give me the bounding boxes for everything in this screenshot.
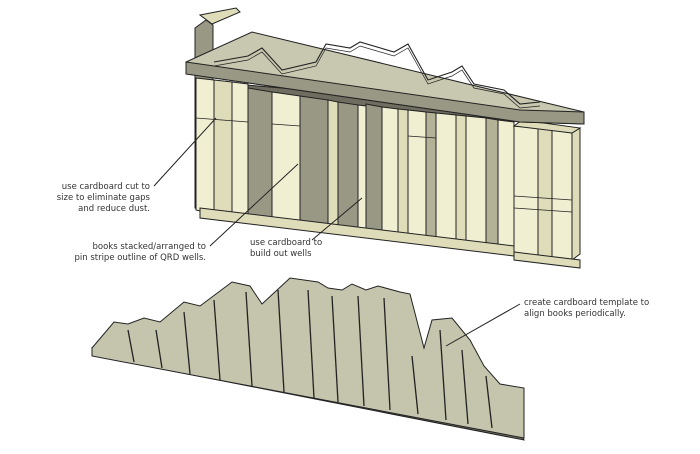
- book-spine: [397, 108, 409, 237]
- shelf-assembly: [185, 7, 585, 269]
- annotation-line: align books periodically.: [524, 309, 626, 319]
- template-slot: [277, 289, 285, 393]
- annotation-cardboard-cut: use cardboard cut to size to eliminate g…: [40, 182, 150, 215]
- leader-line-build-out-wells: [311, 197, 363, 241]
- annotation-template: create cardboard template to align books…: [524, 298, 649, 320]
- annotation-line: and reduce dust.: [78, 204, 150, 214]
- book-side: [571, 127, 581, 261]
- book-spine: [455, 114, 467, 245]
- spine-line: [271, 123, 301, 127]
- annotation-line: books stacked/arranged to: [92, 242, 206, 252]
- template-slot: [127, 329, 135, 363]
- template-slot: [331, 295, 339, 403]
- template-slot: [485, 375, 493, 429]
- template-slot: [439, 329, 447, 421]
- shelf-left-end-cap-top: [198, 7, 241, 25]
- annotation-books-stacked: books stacked/arranged to pin stripe out…: [60, 242, 206, 264]
- annotation-line: pin stripe outline of QRD wells.: [74, 253, 206, 263]
- template-slot: [357, 295, 365, 407]
- spine-line: [513, 207, 573, 213]
- well-filler: [299, 95, 329, 227]
- shelf-top-lid-front: [185, 61, 585, 125]
- template-slot: [245, 291, 253, 387]
- shelf-bottom-board-right: [513, 251, 581, 269]
- spine-line: [195, 117, 249, 123]
- book-spine: [551, 129, 573, 261]
- template-slot: [183, 311, 191, 375]
- book-spine: [425, 111, 437, 241]
- book-spine: [213, 79, 233, 219]
- annotation-line: use cardboard cut to: [61, 182, 150, 192]
- spine-line: [407, 135, 437, 139]
- template-slot: [307, 289, 315, 399]
- book-spine: [327, 99, 339, 227]
- book-spine: [231, 81, 249, 219]
- well-filler: [337, 101, 359, 231]
- template-slot: [383, 297, 391, 411]
- book-spine: [381, 106, 399, 235]
- leader-line-cardboard-cut: [153, 117, 217, 187]
- leader-line-template: [445, 303, 521, 347]
- template-top-surface: [91, 277, 525, 439]
- template-slot: [411, 355, 419, 415]
- qrd-well-outline: [213, 41, 541, 105]
- book-spine: [195, 77, 215, 215]
- book-spine: [271, 91, 301, 221]
- annotation-line: size to eliminate gaps: [56, 193, 150, 203]
- book-spine: [407, 109, 427, 239]
- book-spine: [497, 119, 515, 251]
- cardboard-template: [91, 277, 525, 441]
- spine-line: [513, 195, 573, 201]
- book-spine: [537, 127, 553, 259]
- book-spine: [513, 125, 539, 257]
- qrd-well-outline-inner: [213, 45, 541, 109]
- template-slot: [461, 349, 469, 425]
- annotation-line: use cardboard to: [250, 238, 323, 248]
- annotation-line: build out wells: [250, 249, 312, 259]
- template-slots: [127, 289, 493, 429]
- leader-line-books-stacked: [209, 163, 299, 247]
- book-spine: [357, 104, 367, 231]
- well-filler: [247, 87, 273, 221]
- template-slot: [213, 299, 221, 381]
- book-spine: [465, 115, 487, 247]
- template-slot: [155, 329, 163, 369]
- book-spine: [485, 117, 499, 249]
- annotation-build-out-wells: use cardboard to build out wells: [250, 238, 322, 260]
- annotation-line: create cardboard template to: [524, 298, 650, 308]
- well-filler: [365, 103, 383, 233]
- leader-lines: [153, 117, 521, 347]
- book-spine: [435, 112, 457, 243]
